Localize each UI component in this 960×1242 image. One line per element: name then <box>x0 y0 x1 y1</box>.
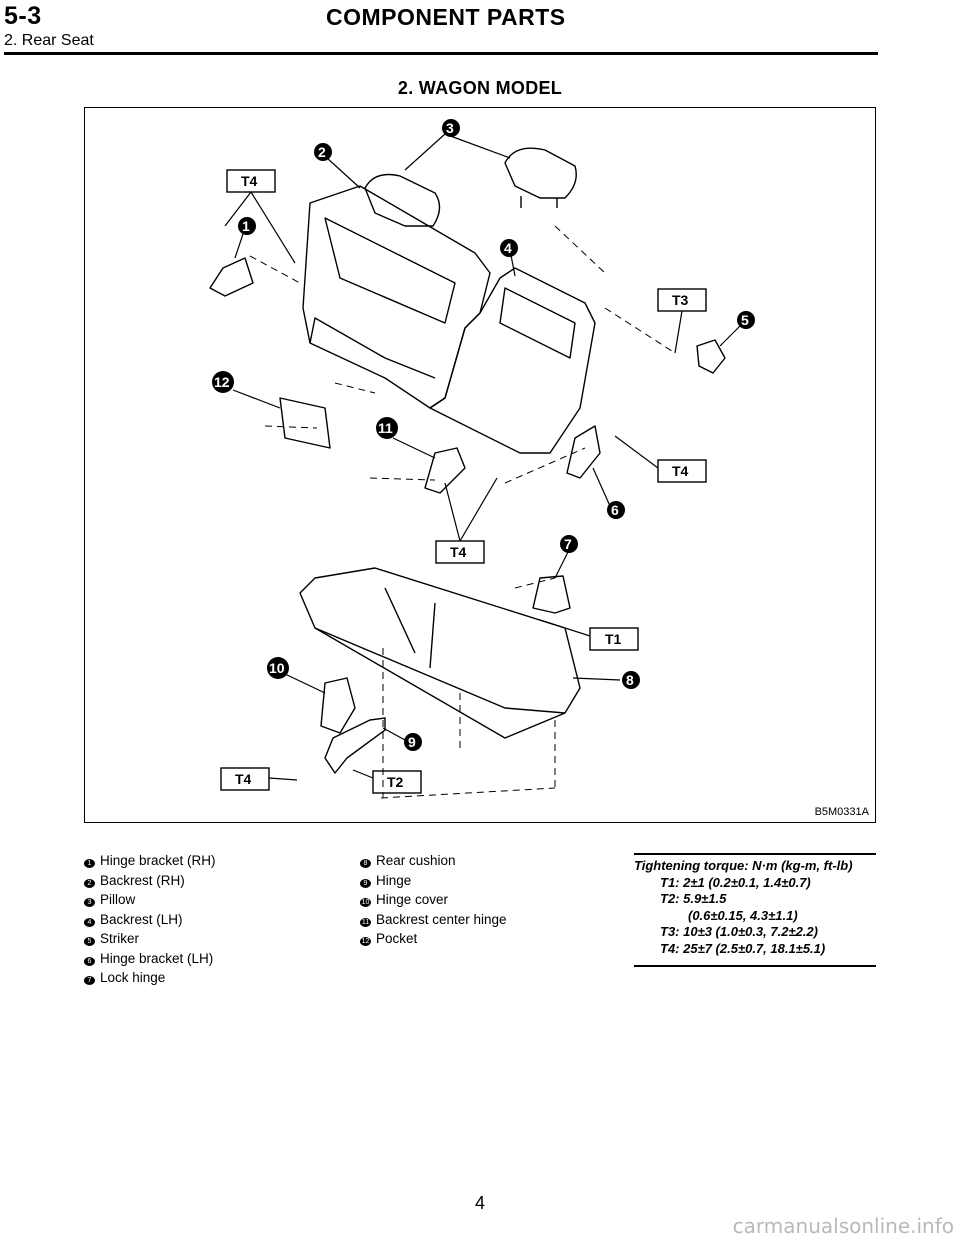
hinge-bracket-lh-shape <box>566 425 601 479</box>
hinge-cover-shape <box>320 677 356 734</box>
callout-4: 4 <box>504 240 512 256</box>
page-title: COMPONENT PARTS <box>326 4 566 30</box>
backrest-rh-shape <box>302 185 491 409</box>
callout-2: 2 <box>318 144 326 160</box>
callout-8: 8 <box>626 672 634 688</box>
section-number: 5-3 <box>4 2 42 30</box>
hinge-bracket-rh-shape <box>209 257 254 297</box>
svg-text:T1: T1 <box>605 631 622 647</box>
torque-spec-box: Tightening torque: N·m (kg-m, ft-lb) T1:… <box>634 853 876 967</box>
svg-text:T4: T4 <box>235 771 252 787</box>
pillow-shape <box>504 147 577 199</box>
tag-t4-d <box>220 767 270 791</box>
tag-t1 <box>589 627 639 651</box>
rear-seat-illustration: 2 3 4 5 6 7 8 9 10 11 12 1 T4 T3 T4 <box>209 119 755 799</box>
pocket-shape <box>279 397 331 449</box>
callout-3: 3 <box>446 120 454 136</box>
callout-7: 7 <box>564 536 572 552</box>
svg-text:T2: T2 <box>387 774 404 790</box>
exploded-diagram: 2 3 4 5 6 7 8 9 10 11 12 1 T4 T3 T4 <box>84 107 876 823</box>
callout-5: 5 <box>741 312 749 328</box>
callout-1: 1 <box>242 218 250 234</box>
hinge-shape <box>324 717 386 774</box>
svg-text:T4: T4 <box>672 463 689 479</box>
torque-t4: T4: 25±7 (2.5±0.7, 18.1±5.1) <box>660 940 826 956</box>
callout-9: 9 <box>408 734 416 750</box>
callout-12: 12 <box>214 374 230 390</box>
svg-text:T3: T3 <box>672 292 689 308</box>
tag-t4-b <box>657 459 707 483</box>
page-number: 4 <box>474 1193 485 1213</box>
section-subtitle: 2. Rear Seat <box>4 32 94 49</box>
callout-11: 11 <box>378 420 393 436</box>
callout-6: 6 <box>611 502 619 518</box>
torque-t1: T1: 2±1 (0.2±0.1, 1.4±0.7) <box>660 874 811 890</box>
callout-10: 10 <box>269 660 285 676</box>
torque-t2: T2: 5.9±1.5 <box>660 891 727 906</box>
watermark: carmanualsonline.info <box>732 1214 954 1238</box>
pillow-rh-shape <box>364 173 441 227</box>
header-rule <box>4 52 878 55</box>
svg-text:T4: T4 <box>241 173 258 189</box>
lock-hinge-shape <box>532 575 571 614</box>
center-hinge-shape <box>424 447 466 494</box>
backrest-lh-shape <box>429 267 596 454</box>
figure-code: B5M0331A <box>814 806 869 818</box>
torque-t2-values: (0.6±0.15, 4.3±1.1) <box>688 907 798 923</box>
torque-t3: T3: 10±3 (1.0±0.3, 7.2±2.2) <box>660 924 818 939</box>
tag-t2 <box>372 770 422 794</box>
rear-cushion-shape <box>299 567 581 739</box>
svg-text:T4: T4 <box>450 544 467 560</box>
torque-heading: Tightening torque: N·m (kg-m, ft-lb) <box>634 858 853 873</box>
model-title: 2. WAGON MODEL <box>397 78 563 98</box>
striker-shape <box>696 339 726 374</box>
